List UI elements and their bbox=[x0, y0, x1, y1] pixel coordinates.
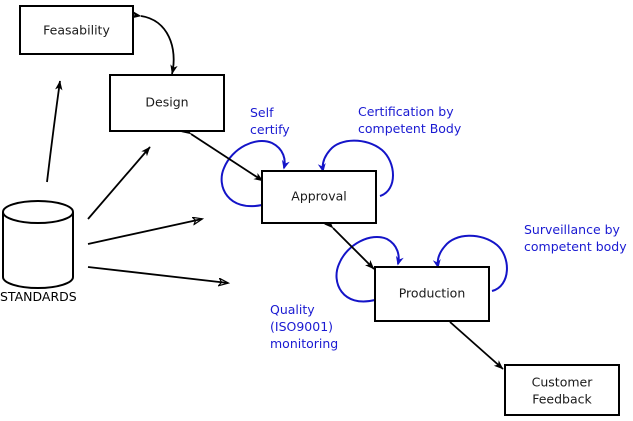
node-customer-feedback[interactable]: Customer Feedback bbox=[504, 364, 620, 416]
annotation-self-certify-line1: Self bbox=[250, 105, 274, 120]
annotation-certification-line1: Certification by bbox=[358, 104, 454, 119]
loop-arc-surveillance bbox=[432, 234, 508, 292]
annotation-surveillance: Surveillance by competent body bbox=[524, 222, 627, 254]
annotation-self-certify-line2: certify bbox=[250, 122, 290, 137]
loop-arc-certification bbox=[317, 139, 394, 197]
node-design-label: Design bbox=[145, 95, 188, 110]
edge-standards-up bbox=[46, 80, 63, 183]
annotation-quality: Quality (ISO9001) monitoring bbox=[270, 302, 338, 351]
node-feasability[interactable]: Feasability bbox=[19, 5, 134, 55]
edge-standards-low bbox=[87, 266, 228, 283]
edge-approval-production bbox=[324, 219, 375, 270]
node-production-label: Production bbox=[399, 286, 466, 301]
annotation-quality-line2: (ISO9001) bbox=[270, 319, 333, 334]
node-feasability-label: Feasability bbox=[43, 23, 110, 38]
node-standards[interactable]: STANDARDS bbox=[0, 200, 77, 304]
node-approval[interactable]: Approval bbox=[261, 170, 377, 224]
annotation-self-certify: Self certify bbox=[250, 105, 290, 137]
annotation-surveillance-line1: Surveillance by bbox=[524, 222, 621, 237]
node-customer-feedback-label-line1: Customer bbox=[532, 375, 594, 390]
node-production[interactable]: Production bbox=[374, 266, 490, 322]
annotation-certification: Certification by competent Body bbox=[358, 104, 462, 136]
node-standards-label: STANDARDS bbox=[0, 289, 77, 304]
edge-standards-mid bbox=[87, 219, 202, 245]
edge-production-customer bbox=[440, 313, 504, 370]
node-customer-feedback-label-line2: Feedback bbox=[532, 392, 592, 407]
annotation-quality-line1: Quality bbox=[270, 302, 315, 317]
node-approval-label: Approval bbox=[291, 189, 346, 204]
annotation-surveillance-line2: competent body bbox=[524, 239, 627, 254]
edge-design-feasability bbox=[131, 11, 178, 75]
edge-design-approval bbox=[181, 125, 264, 182]
edge-standards-design bbox=[87, 146, 151, 220]
node-design[interactable]: Design bbox=[109, 74, 225, 132]
annotation-certification-line2: competent Body bbox=[358, 121, 462, 136]
annotation-quality-line3: monitoring bbox=[270, 336, 338, 351]
